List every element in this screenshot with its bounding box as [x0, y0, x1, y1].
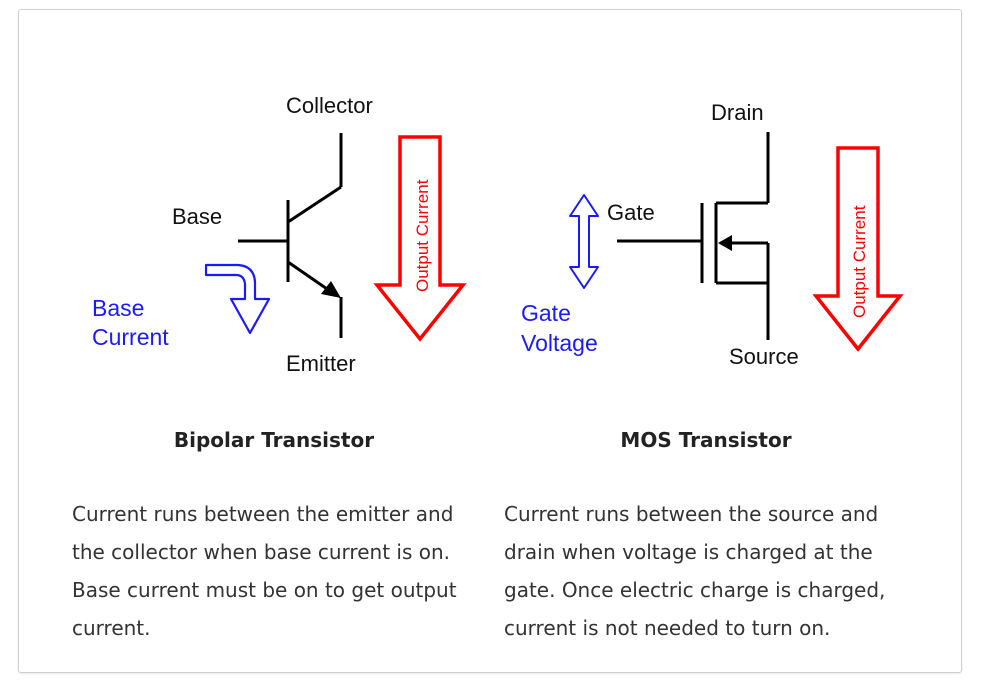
drain-label: Drain: [711, 100, 764, 125]
collector-diagonal: [287, 185, 342, 224]
collector-label: Collector: [286, 93, 373, 118]
mos-output-current-arrow-icon: [812, 146, 904, 352]
mos-output-current-label: Output Current: [850, 205, 869, 318]
mos-body-arrowhead: [718, 235, 732, 251]
content-card: [18, 9, 962, 673]
bipolar-title: Bipolar Transistor: [173, 428, 375, 452]
emitter-arrowhead: [321, 281, 341, 298]
bipolar-output-current-arrow-icon: [373, 135, 467, 342]
gate-label: Gate: [607, 200, 655, 225]
mos-title: MOS Transistor: [620, 428, 792, 452]
mos-transistor-symbol: [617, 132, 770, 340]
base-current-arrow-icon: [204, 263, 271, 335]
source-label: Source: [729, 344, 799, 369]
base-label: Base: [172, 204, 222, 229]
base-current-label-line1: Base: [92, 295, 144, 321]
base-current-label-line2: Current: [92, 324, 169, 350]
mos-description: Current runs between the source and drai…: [504, 502, 886, 640]
gate-voltage-label-line1: Gate: [521, 300, 571, 326]
bipolar-output-current-label: Output Current: [413, 179, 432, 292]
gate-voltage-label-line2: Voltage: [521, 330, 598, 356]
bipolar-description: Current runs between the emitter and the…: [72, 502, 457, 640]
bipolar-transistor-symbol: [238, 133, 343, 338]
transistor-diagram: Collector Base Emitter Base Current Outp…: [92, 93, 904, 376]
emitter-label: Emitter: [286, 351, 356, 376]
gate-voltage-arrow-icon: [569, 194, 599, 289]
emitter-diagonal: [287, 260, 331, 293]
